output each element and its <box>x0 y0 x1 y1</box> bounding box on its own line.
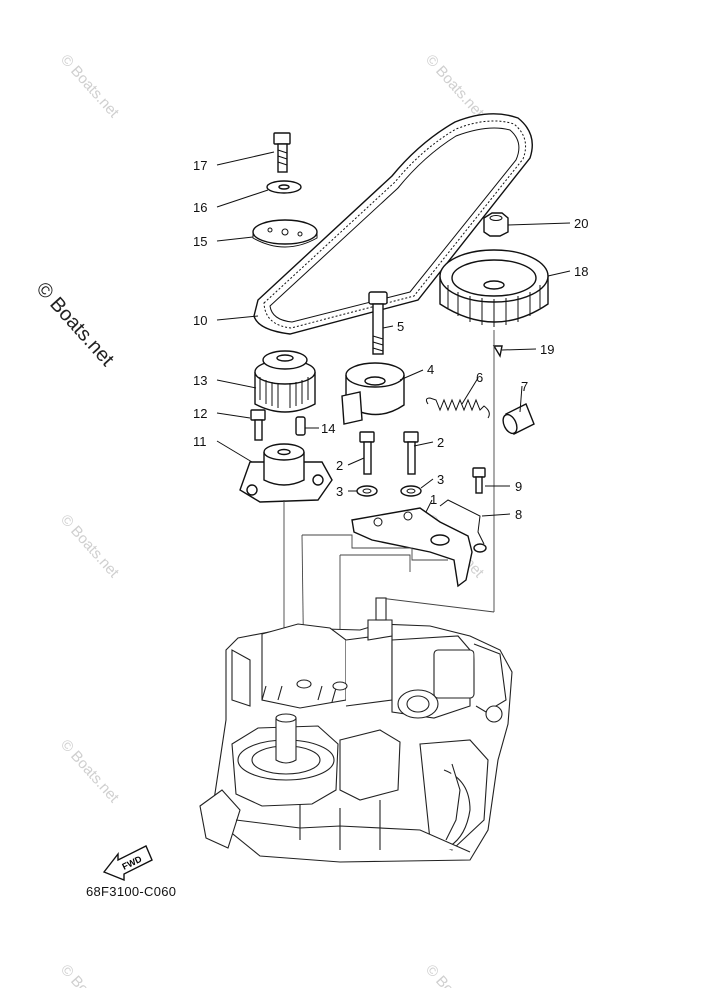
callout-11: 11 <box>193 434 207 449</box>
callout-9: 9 <box>515 479 522 494</box>
watermark-text: © Boats.net <box>422 51 488 121</box>
engine-block <box>199 597 513 863</box>
link-rod-8 <box>439 499 487 553</box>
washer-3-right <box>400 485 422 497</box>
washer-3-left <box>356 485 378 497</box>
callout-18: 18 <box>574 264 588 279</box>
bolt-9 <box>472 467 486 494</box>
callout-2-right: 2 <box>437 435 444 450</box>
part-diagram-code: 68F3100-C060 <box>86 884 177 899</box>
callout-8: 8 <box>515 507 522 522</box>
bolt-17 <box>273 132 291 173</box>
watermark-text: © Boats.net <box>57 51 123 121</box>
callout-10: 10 <box>193 313 207 328</box>
spring-6 <box>425 397 490 419</box>
watermark-text: © Boats.net <box>57 511 123 581</box>
callout-1: 1 <box>430 492 437 507</box>
leader-lines <box>216 151 571 517</box>
callout-3-right: 3 <box>437 472 444 487</box>
bolt-5 <box>368 291 388 355</box>
plate-15 <box>252 219 318 248</box>
callout-20: 20 <box>574 216 588 231</box>
pin-14 <box>295 416 306 436</box>
bolt-2-left <box>359 431 375 475</box>
callout-15: 15 <box>193 234 207 249</box>
bracket-1 <box>351 507 473 588</box>
callout-17: 17 <box>193 158 207 173</box>
oil-pump-housing-11 <box>239 443 333 503</box>
timing-belt <box>253 113 533 335</box>
callout-12: 12 <box>193 406 207 421</box>
watermark-text: © Boats.net <box>422 961 488 988</box>
key-19 <box>492 345 503 358</box>
callout-13: 13 <box>193 373 207 388</box>
tensioner-4 <box>341 362 405 425</box>
callout-16: 16 <box>193 200 207 215</box>
watermark-text: © Boats.net <box>57 736 123 806</box>
sleeve-7 <box>502 403 535 435</box>
drive-pulley-13 <box>254 350 316 413</box>
callout-19: 19 <box>540 342 554 357</box>
callout-5: 5 <box>397 319 404 334</box>
callout-3-left: 3 <box>336 484 343 499</box>
cam-pulley-18 <box>439 249 549 327</box>
watermark-text: © Boats.net <box>57 961 123 988</box>
forward-arrow-icon: FWD <box>102 845 153 882</box>
nut-20 <box>483 212 509 237</box>
callout-6: 6 <box>476 370 483 385</box>
callout-4: 4 <box>427 362 434 377</box>
callout-7: 7 <box>521 379 528 394</box>
callout-14: 14 <box>321 421 335 436</box>
callout-labels: 17 16 15 10 13 12 11 14 20 18 19 5 4 6 7… <box>193 158 588 522</box>
bolt-12 <box>250 409 266 441</box>
callout-2-left: 2 <box>336 458 343 473</box>
washer-16 <box>266 180 302 194</box>
bolt-2-right <box>403 431 419 475</box>
